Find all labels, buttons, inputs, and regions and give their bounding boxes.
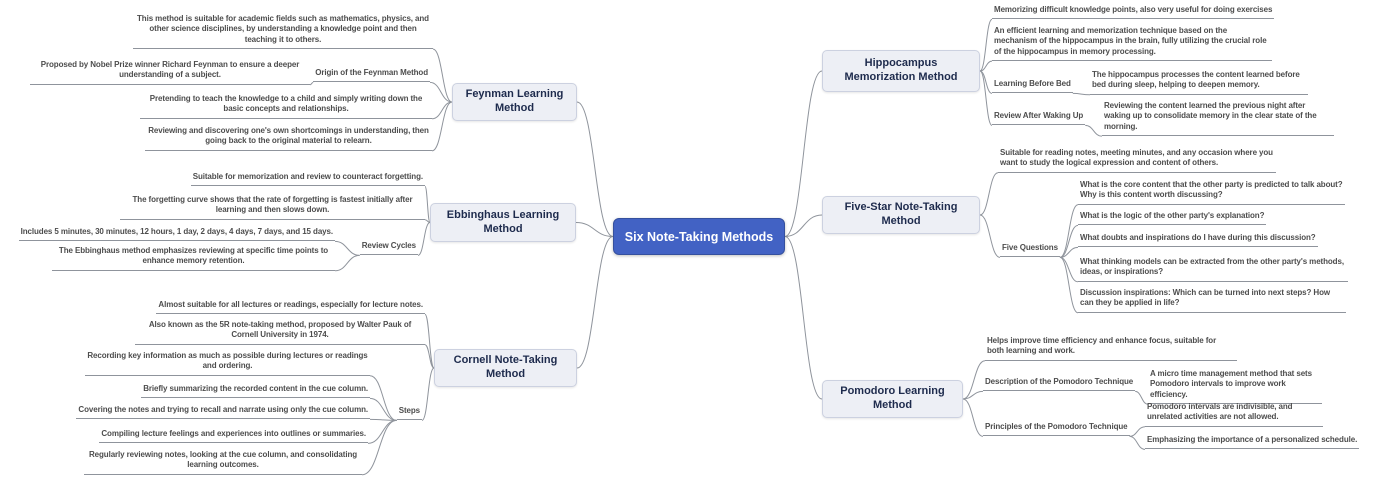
cornell-suitability-topic[interactable]: Almost suitable for all lectures or read… (156, 300, 425, 315)
branch-hippocampus-method[interactable]: Hippocampus Memorization Method (822, 50, 980, 92)
branch-feynman-method[interactable]: Feynman Learning Method (452, 83, 577, 121)
feynman-origin-topic[interactable]: Proposed by Nobel Prize winner Richard F… (30, 60, 310, 85)
review-cycles-emphasis-topic[interactable]: The Ebbinghaus method emphasizes reviewi… (52, 246, 335, 271)
ebbinghaus-suitability-topic[interactable]: Suitable for memorization and review to … (190, 172, 425, 187)
five-questions-thinking-models-topic[interactable]: What thinking models can be extracted fr… (1078, 257, 1348, 282)
review-after-waking-topic[interactable]: Reviewing the content learned the previo… (1102, 101, 1334, 137)
pomodoro-indivisible-topic[interactable]: Pomodoro intervals are indivisible, and … (1145, 402, 1323, 427)
branch-five-star-method[interactable]: Five-Star Note-Taking Method (822, 196, 980, 234)
five-star-suitability-topic[interactable]: Suitable for reading notes, meeting minu… (998, 148, 1276, 173)
cornell-step-review-topic[interactable]: Regularly reviewing notes, looking at th… (84, 450, 362, 475)
branch-ebbinghaus-method[interactable]: Ebbinghaus Learning Method (430, 203, 576, 242)
five-questions-label[interactable]: Five Questions (1000, 243, 1060, 258)
ebbinghaus-curve-topic[interactable]: The forgetting curve shows that the rate… (120, 195, 425, 220)
pomodoro-description-topic[interactable]: A micro time management method that sets… (1148, 369, 1322, 405)
five-questions-inspirations-topic[interactable]: Discussion inspirations: Which can be tu… (1078, 288, 1346, 313)
learning-before-bed-label[interactable]: Learning Before Bed (992, 79, 1073, 94)
pomodoro-principles-label[interactable]: Principles of the Pomodoro Technique (983, 422, 1130, 437)
central-topic[interactable]: Six Note-Taking Methods (613, 218, 785, 255)
review-cycles-intervals-topic[interactable]: Includes 5 minutes, 30 minutes, 12 hours… (18, 227, 335, 242)
learning-before-bed-topic[interactable]: The hippocampus processes the content le… (1090, 70, 1308, 95)
feynman-relearn-topic[interactable]: Reviewing and discovering one's own shor… (145, 126, 432, 151)
cornell-step-reduce-topic[interactable]: Briefly summarizing the recorded content… (141, 384, 370, 399)
cornell-steps-label[interactable]: Steps (396, 406, 422, 421)
five-questions-logic-topic[interactable]: What is the logic of the other party's e… (1078, 211, 1267, 226)
cornell-known-as-topic[interactable]: Also known as the 5R note-taking method,… (135, 320, 425, 345)
cornell-step-reflect-topic[interactable]: Compiling lecture feelings and experienc… (99, 429, 368, 444)
pomodoro-schedule-topic[interactable]: Emphasizing the importance of a personal… (1145, 435, 1360, 450)
five-questions-doubts-topic[interactable]: What doubts and inspirations do I have d… (1078, 233, 1318, 248)
branch-pomodoro-method[interactable]: Pomodoro Learning Method (822, 380, 963, 418)
hippocampus-overview-topic[interactable]: An efficient learning and memorization t… (992, 26, 1272, 62)
pomodoro-description-label[interactable]: Description of the Pomodoro Technique (983, 377, 1136, 392)
feynman-origin-label[interactable]: Origin of the Feynman Method (313, 68, 430, 83)
review-after-waking-label[interactable]: Review After Waking Up (992, 111, 1086, 126)
branch-cornell-method[interactable]: Cornell Note-Taking Method (434, 349, 577, 387)
cornell-step-recite-topic[interactable]: Covering the notes and trying to recall … (76, 405, 370, 420)
feynman-teach-child-topic[interactable]: Pretending to teach the knowledge to a c… (140, 94, 432, 119)
cornell-step-record-topic[interactable]: Recording key information as much as pos… (85, 351, 370, 376)
feynman-suitability-topic[interactable]: This method is suitable for academic fie… (133, 14, 433, 50)
pomodoro-suitability-topic[interactable]: Helps improve time efficiency and enhanc… (985, 336, 1237, 361)
review-cycles-label[interactable]: Review Cycles (359, 241, 418, 256)
five-questions-core-content-topic[interactable]: What is the core content that the other … (1078, 180, 1345, 205)
hippocampus-suitability-topic[interactable]: Memorizing difficult knowledge points, a… (992, 5, 1275, 20)
